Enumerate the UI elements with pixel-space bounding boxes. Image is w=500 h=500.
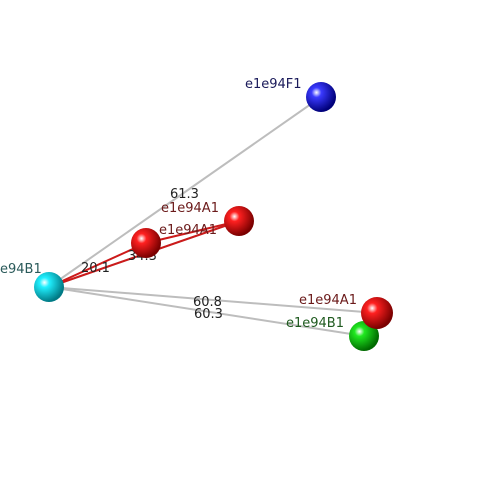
distance-line-cyan-blue [48,96,322,288]
atom-label-blue: e1e94F1 [245,77,302,92]
atom-label-cyan: e94B1 [0,262,42,277]
bond-cyan-red-left [48,242,147,288]
atom-red-left[interactable] [131,228,161,258]
atom-label-green: e1e94B1 [286,316,344,331]
distance-labels: 61.3 20.1 34.3 60.8 60.3 [81,187,223,322]
atom-label-red-mid: e1e94A1 [161,201,219,216]
atom-labels: e1e94F1 e1e94A1 e1e94A1 e94B1 e1e94A1 e1… [0,77,357,331]
distance-label-cyan-blue: 61.3 [170,187,199,202]
atom-label-red-left: e1e94A1 [159,223,217,238]
distance-line-cyan-red-right [48,286,378,314]
distance-label-cyan-green: 60.3 [194,307,223,322]
bond-red-left-red-mid [145,220,240,244]
atom-red-right[interactable] [361,297,393,329]
distance-label-cyan-red-right: 60.8 [193,295,222,310]
atom-label-red-right: e1e94A1 [299,293,357,308]
atom-cyan[interactable] [34,272,64,302]
atom-green[interactable] [349,321,379,351]
atoms [34,82,393,351]
atom-blue[interactable] [306,82,336,112]
distance-label-cyan-red-left: 20.1 [81,261,110,276]
atom-red-mid[interactable] [224,206,254,236]
distance-line-cyan-green [48,286,365,337]
